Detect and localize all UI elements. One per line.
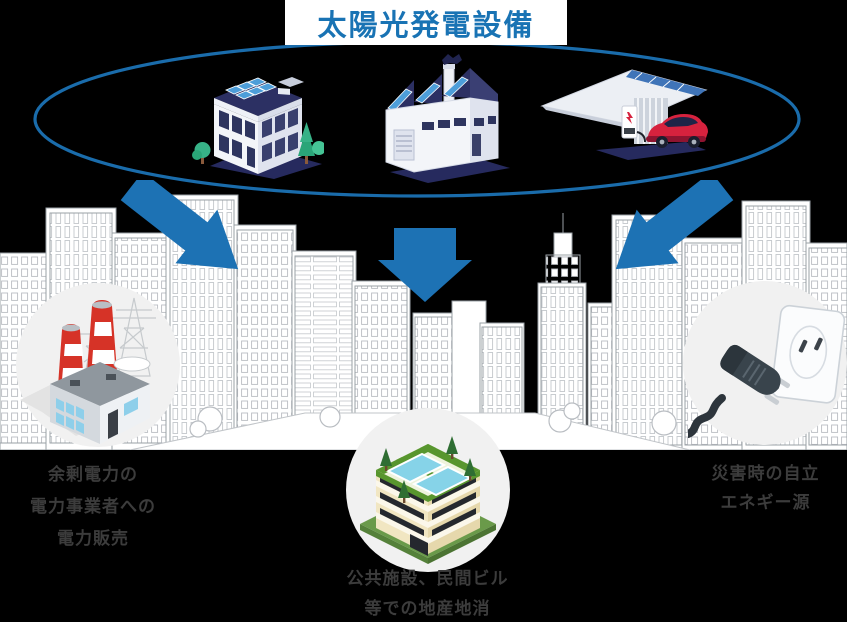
page-title: 太陽光発電設備 [317,9,535,42]
trees [192,122,324,164]
roof-solar-panels [225,77,277,100]
canopy-solar-panels [626,70,706,96]
plug-cable [688,394,726,438]
label-power-sale: 余剰電力の 電力事業者への 電力販売 [3,459,183,555]
label-line: 等での地産地消 [364,599,491,618]
green-roof-building-illustration [360,436,496,564]
roof-trees [380,436,476,503]
arrow-right [615,180,734,270]
ev-charger [621,105,646,143]
office-building-with-solar-illustration [192,77,324,179]
factory-with-solar-illustration [385,54,510,183]
arrow-left [120,180,239,270]
label-line: 電力販売 [57,529,129,548]
label-line: 災害時の自立 [711,464,820,483]
factory-windows [56,398,84,434]
label-line: 公共施設、民間ビル [346,569,509,588]
title-banner: 太陽光発電設備 [285,0,567,45]
power-plug [720,344,791,405]
power-plug-and-outlet-illustration [688,304,846,438]
smoke [442,54,462,65]
label-local-consumption: 公共施設、民間ビル 等での地産地消 [325,564,530,622]
label-line: エネギー源 [720,493,811,512]
label-line: 電力事業者への [30,497,156,516]
red-ev-car [646,114,708,148]
arrow-center [378,228,472,302]
label-disaster-energy: 災害時の自立 エネギー源 [688,459,843,517]
roof-solar-panels [387,76,469,112]
solar-carport-with-ev-illustration [540,69,708,160]
power-plant-illustration [20,297,156,444]
label-line: 余剰電力の [48,465,138,484]
striped-chimneys [58,300,117,386]
wall-outlet [770,304,846,404]
